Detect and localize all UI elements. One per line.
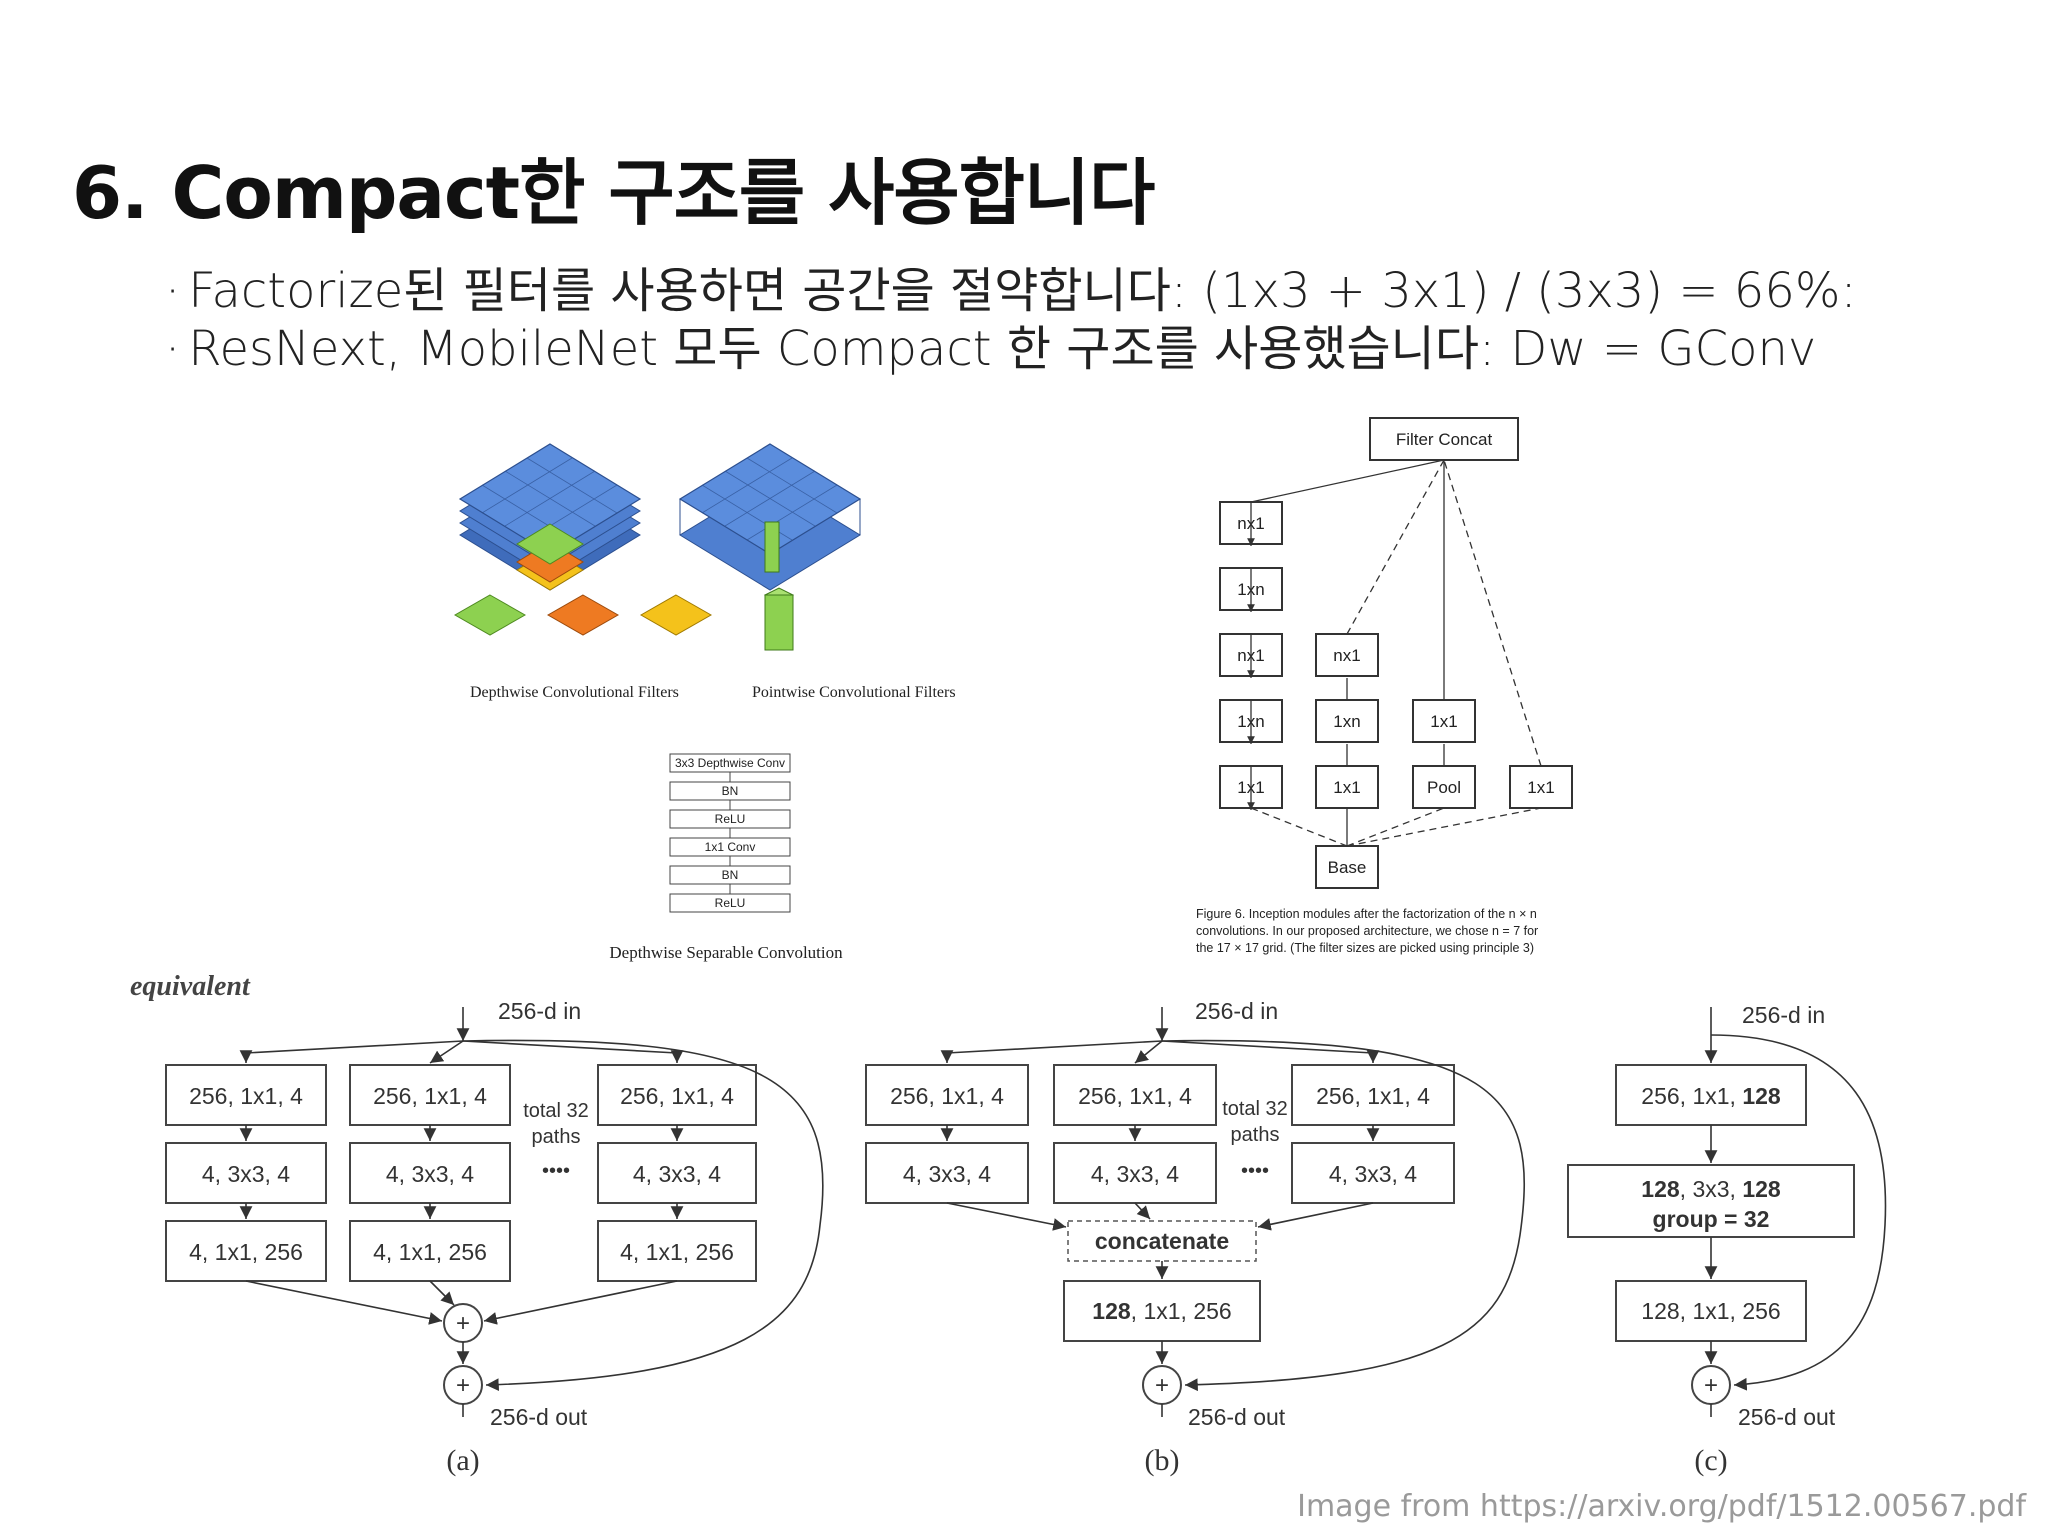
figure-caption-line: convolutions. In our proposed architectu… — [1196, 924, 1538, 938]
bullet-item: ResNext, MobileNet 모두 Compact 한 구조를 사용했습… — [165, 320, 1857, 378]
box-label: 128, 1x1, 256 — [1092, 1298, 1231, 1324]
filter-concat-label: Filter Concat — [1396, 430, 1493, 449]
image-credit: Image from https://arxiv.org/pdf/1512.00… — [1297, 1489, 2026, 1524]
resnext-block-c: 256-d in 256, 1x1, 128 128, 3x3, 128 gro… — [1567, 1002, 1887, 1477]
add-symbol: + — [1704, 1372, 1718, 1399]
box-label: 256, 1x1, 4 — [890, 1083, 1004, 1109]
input-label: 256-d in — [498, 998, 581, 1024]
resnext-blocks-figure: equivalent 256-d in 256, 1x1, 4 4, 3x3, … — [130, 971, 1887, 1477]
figure-caption-line: the 17 × 17 grid. (The filter sizes are … — [1196, 941, 1534, 955]
box-label-rest: 256, 1x1, — [1641, 1083, 1742, 1109]
total-paths-label: total 32 — [523, 1100, 589, 1122]
mobilenet-filters-figure: Depthwise Convolutional Filters Pointwis… — [453, 443, 956, 701]
box-label: 256, 1x1, 4 — [1078, 1083, 1192, 1109]
layer-label: BN — [722, 868, 739, 882]
box-label: 256, 1x1, 4 — [1316, 1083, 1430, 1109]
figure-caption-line: Figure 6. Inception modules after the fa… — [1196, 907, 1537, 921]
output-label: 256-d out — [1188, 1404, 1286, 1430]
ellipsis-dots: •••• — [542, 1160, 570, 1182]
resnext-block-b: 256-d in 256, 1x1, 4 4, 3x3, 4 256, 1x1,… — [865, 998, 1526, 1477]
depthwise-separable-figure: 3x3 Depthwise Conv BN ReLU 1x1 Conv BN R… — [609, 753, 843, 962]
separable-caption: Depthwise Separable Convolution — [609, 943, 843, 962]
subfigure-label: (a) — [446, 1444, 479, 1477]
pool-box-label: Pool — [1427, 778, 1461, 797]
box-label: 4, 1x1, 256 — [189, 1239, 303, 1265]
inception-module-figure: Filter Concat nx1 1xn nx1 1xn 1x1 nx1 1x… — [1196, 417, 1573, 955]
equivalent-label: equivalent — [130, 971, 251, 1002]
box-label-bold: 128 — [1092, 1298, 1131, 1324]
box-label: 4, 3x3, 4 — [903, 1161, 991, 1187]
separable-layer-stack: 3x3 Depthwise Conv BN ReLU 1x1 Conv BN R… — [669, 753, 791, 913]
layer-label: 1x1 Conv — [705, 840, 756, 854]
box-label: 4, 3x3, 4 — [1329, 1161, 1417, 1187]
subfigure-label: (b) — [1145, 1444, 1180, 1477]
conv-box-label: nx1 — [1333, 646, 1360, 665]
concatenate-label: concatenate — [1095, 1228, 1229, 1254]
add-symbol: + — [456, 1372, 470, 1399]
box-label: 4, 1x1, 256 — [373, 1239, 487, 1265]
base-box-label: Base — [1328, 858, 1367, 877]
total-paths-label: paths — [532, 1126, 581, 1148]
box-label: 128, 1x1, 256 — [1641, 1298, 1780, 1324]
box-label: 256, 1x1, 4 — [189, 1083, 303, 1109]
box-label: 4, 3x3, 4 — [202, 1161, 290, 1187]
box-label-bold: 128 — [1742, 1083, 1781, 1109]
pointwise-input-stack — [678, 443, 862, 591]
conv-box-label: 1x1 — [1430, 712, 1457, 731]
conv-box-label: 1x1 — [1527, 778, 1554, 797]
box-label: 128, 3x3, 128 — [1641, 1176, 1781, 1202]
layer-label: ReLU — [715, 812, 746, 826]
input-label: 256-d in — [1195, 998, 1278, 1024]
box-label: 4, 1x1, 256 — [620, 1239, 734, 1265]
box-label: 256, 1x1, 4 — [620, 1083, 734, 1109]
depthwise-caption: Depthwise Convolutional Filters — [470, 684, 679, 701]
group-label: group = 32 — [1653, 1206, 1770, 1232]
output-label: 256-d out — [1738, 1404, 1836, 1430]
total-paths-label: paths — [1231, 1124, 1280, 1146]
output-label: 256-d out — [490, 1404, 588, 1430]
layer-label: 3x3 Depthwise Conv — [675, 756, 785, 770]
box-label-bold: 128 — [1742, 1176, 1781, 1202]
conv-box-label: 1xn — [1333, 712, 1360, 731]
conv-box-label: 1x1 — [1333, 778, 1360, 797]
box-label-bold: 128 — [1641, 1176, 1680, 1202]
box-label: 256, 1x1, 4 — [373, 1083, 487, 1109]
slide-title: 6. Compact한 구조를 사용합니다 — [72, 151, 1155, 235]
box-label: 4, 3x3, 4 — [1091, 1161, 1179, 1187]
total-paths-label: total 32 — [1222, 1098, 1288, 1120]
depthwise-filter-tiles — [453, 594, 713, 636]
ellipsis-dots: •••• — [1241, 1160, 1269, 1182]
box-label: 256, 1x1, 128 — [1641, 1083, 1781, 1109]
bullet-item: Factorize된 필터를 사용하면 공간을 절약합니다: (1x3 + 3x… — [165, 262, 1856, 320]
bullet-list: Factorize된 필터를 사용하면 공간을 절약합니다: (1x3 + 3x… — [165, 262, 1857, 378]
layer-label: BN — [722, 784, 739, 798]
box-label-rest: , 3x3, — [1680, 1176, 1743, 1202]
add-symbol: + — [456, 1310, 470, 1337]
box-label-rest: , 1x1, 256 — [1131, 1298, 1232, 1324]
input-label: 256-d in — [1742, 1002, 1825, 1028]
subfigure-label: (c) — [1694, 1444, 1727, 1477]
depthwise-input-stack — [458, 443, 642, 591]
pointwise-caption: Pointwise Convolutional Filters — [752, 684, 956, 701]
box-label: 4, 3x3, 4 — [386, 1161, 474, 1187]
box-label: 4, 3x3, 4 — [633, 1161, 721, 1187]
resnext-block-a: 256-d in 256, 1x1, 4 4, 3x3, 4 4, 1x1, 2… — [165, 998, 824, 1477]
pointwise-filter-block — [763, 587, 795, 651]
add-symbol: + — [1155, 1372, 1169, 1399]
layer-label: ReLU — [715, 896, 746, 910]
